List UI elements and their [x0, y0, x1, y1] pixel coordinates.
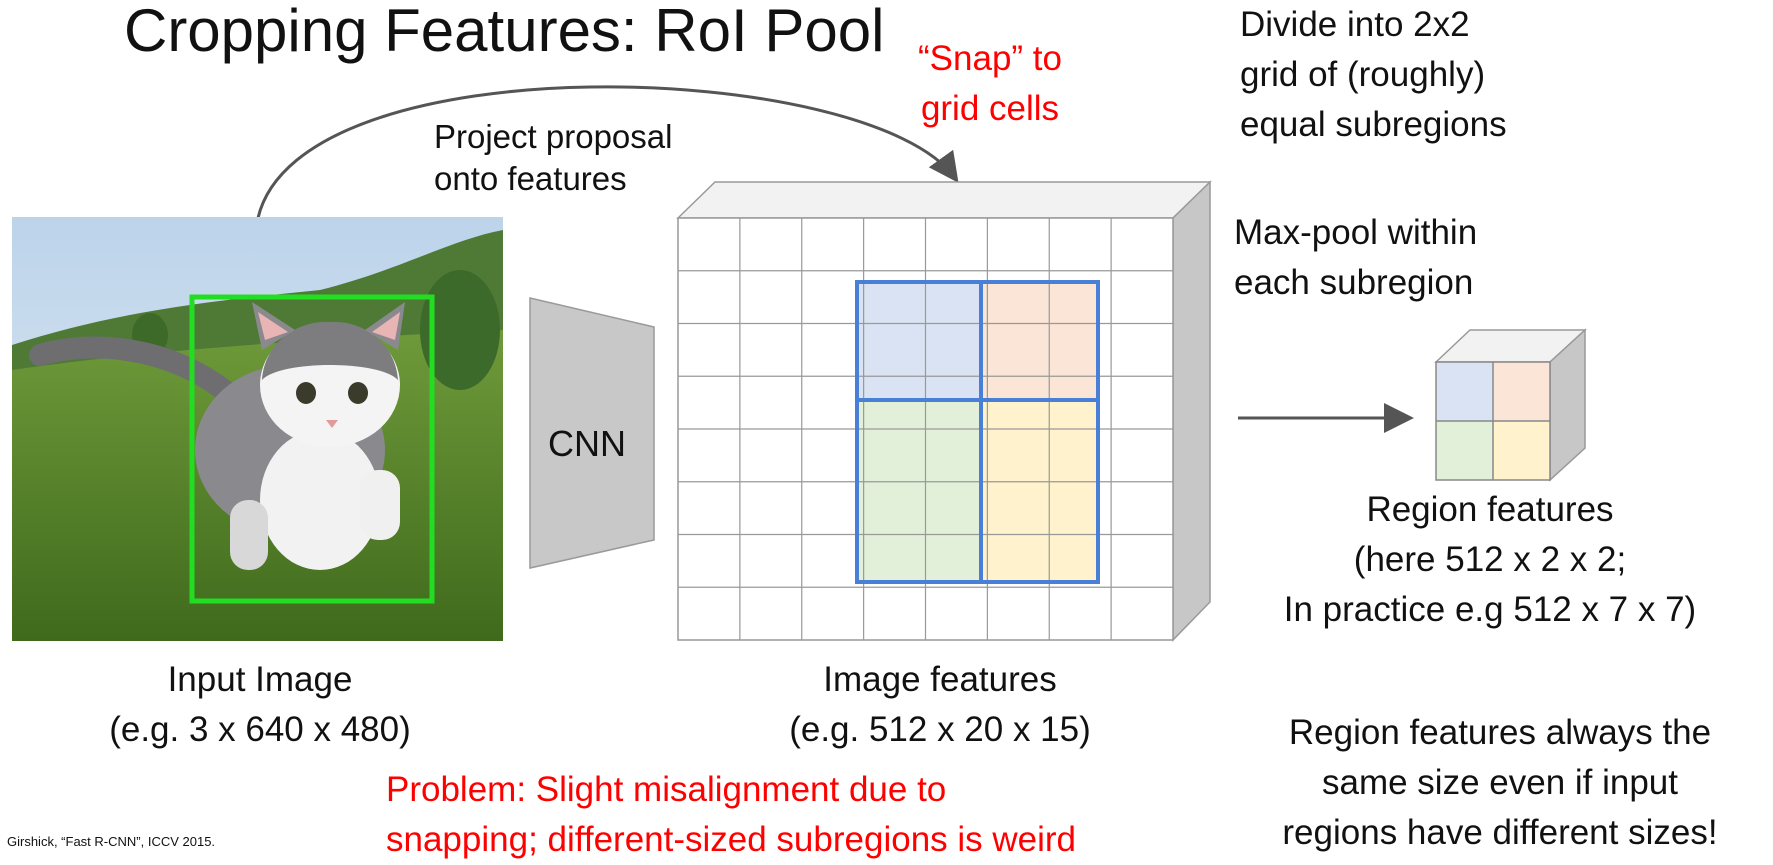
output-cell-bottom-right: [1493, 421, 1550, 480]
input-image-label: Input Image (e.g. 3 x 640 x 480): [109, 660, 411, 749]
output-cell-top-right: [1493, 362, 1550, 421]
subregion-bottom-left: [857, 400, 981, 582]
subregion-top-left: [857, 282, 981, 400]
divide-label: Divide into 2x2 grid of (roughly) equal …: [1240, 5, 1507, 144]
output-cell-bottom-left: [1436, 421, 1493, 480]
always-same-size-note: Region features always the same size eve…: [1282, 713, 1718, 852]
feature-map-side-face: [1172, 180, 1211, 642]
feature-grid: [678, 218, 1173, 640]
roi-outline: [855, 280, 1100, 584]
subregion-top-right: [981, 282, 1098, 400]
citation: Girshick, “Fast R-CNN”, ICCV 2015.: [7, 834, 216, 849]
problem-statement: Problem: Slight misalignment due to snap…: [386, 770, 1077, 859]
cnn-block: [529, 297, 655, 569]
proposal-box: [189, 294, 435, 604]
subregion-bottom-right: [981, 400, 1098, 582]
image-features-label: Image features (e.g. 512 x 20 x 15): [789, 660, 1091, 749]
projection-arrow: [256, 85, 959, 219]
snap-label: “Snap” to grid cells: [918, 39, 1062, 128]
maxpool-label: Max-pool within each subregion: [1234, 213, 1478, 302]
region-features-label: Region features (here 512 x 2 x 2; In pr…: [1283, 490, 1697, 629]
cnn-label: CNN: [548, 423, 626, 464]
output-cell-top-left: [1436, 362, 1493, 421]
project-label: Project proposal onto features: [434, 118, 673, 197]
slide-title: Cropping Features: RoI Pool: [124, 0, 885, 64]
feature-map-top-face: [676, 181, 1212, 219]
kitten-photo-icon: [12, 217, 503, 641]
